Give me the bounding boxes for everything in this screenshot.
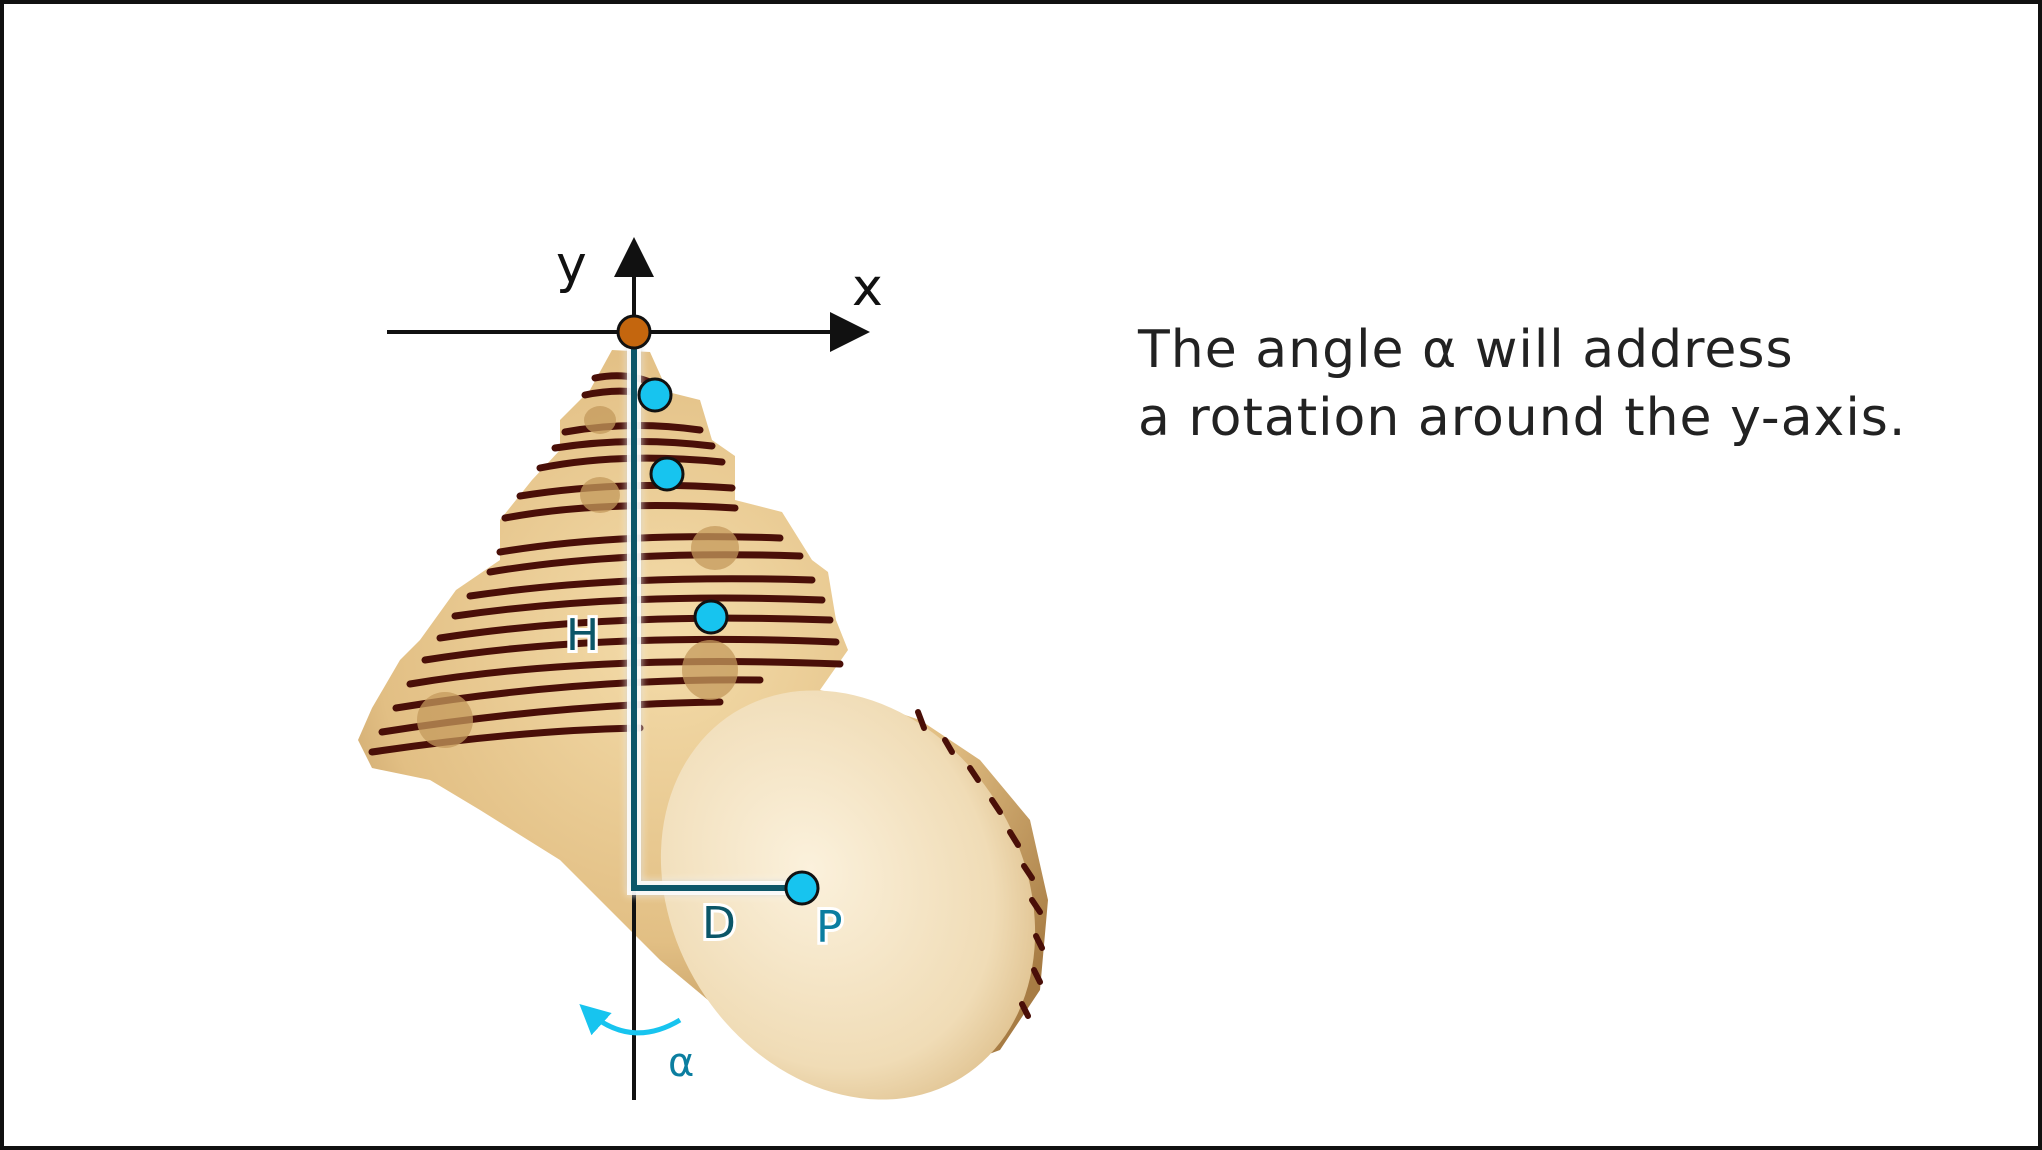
height-label: H — [566, 610, 599, 661]
spiral-marker-2 — [649, 456, 685, 492]
rotation-indicator: α — [579, 1003, 694, 1086]
point-label: P — [816, 902, 843, 953]
markers — [616, 314, 820, 906]
y-axis-label: y — [556, 235, 587, 295]
point-p-marker — [784, 870, 820, 906]
alpha-label: α — [668, 1040, 694, 1086]
caption-line-1: The angle α will address — [1138, 320, 1794, 380]
spiral-marker-3 — [693, 599, 729, 635]
rotation-arrow — [579, 1003, 682, 1036]
measure-lines — [627, 332, 802, 895]
caption-line-2: a rotation around the y-axis. — [1138, 388, 1907, 448]
distance-label: D — [702, 898, 736, 949]
shell-lip-ridges — [915, 709, 1045, 1019]
caption: The angle α will address a rotation arou… — [1138, 316, 1906, 452]
shell — [358, 350, 1048, 1100]
origin-marker — [616, 314, 652, 350]
measure-labels: H D P — [563, 607, 846, 956]
spiral-marker-1 — [637, 377, 673, 413]
height-distance-line-core — [631, 332, 802, 891]
x-axis-label: x — [852, 258, 883, 318]
shell-knobs — [417, 406, 739, 748]
shell-aperture — [660, 690, 1036, 1100]
